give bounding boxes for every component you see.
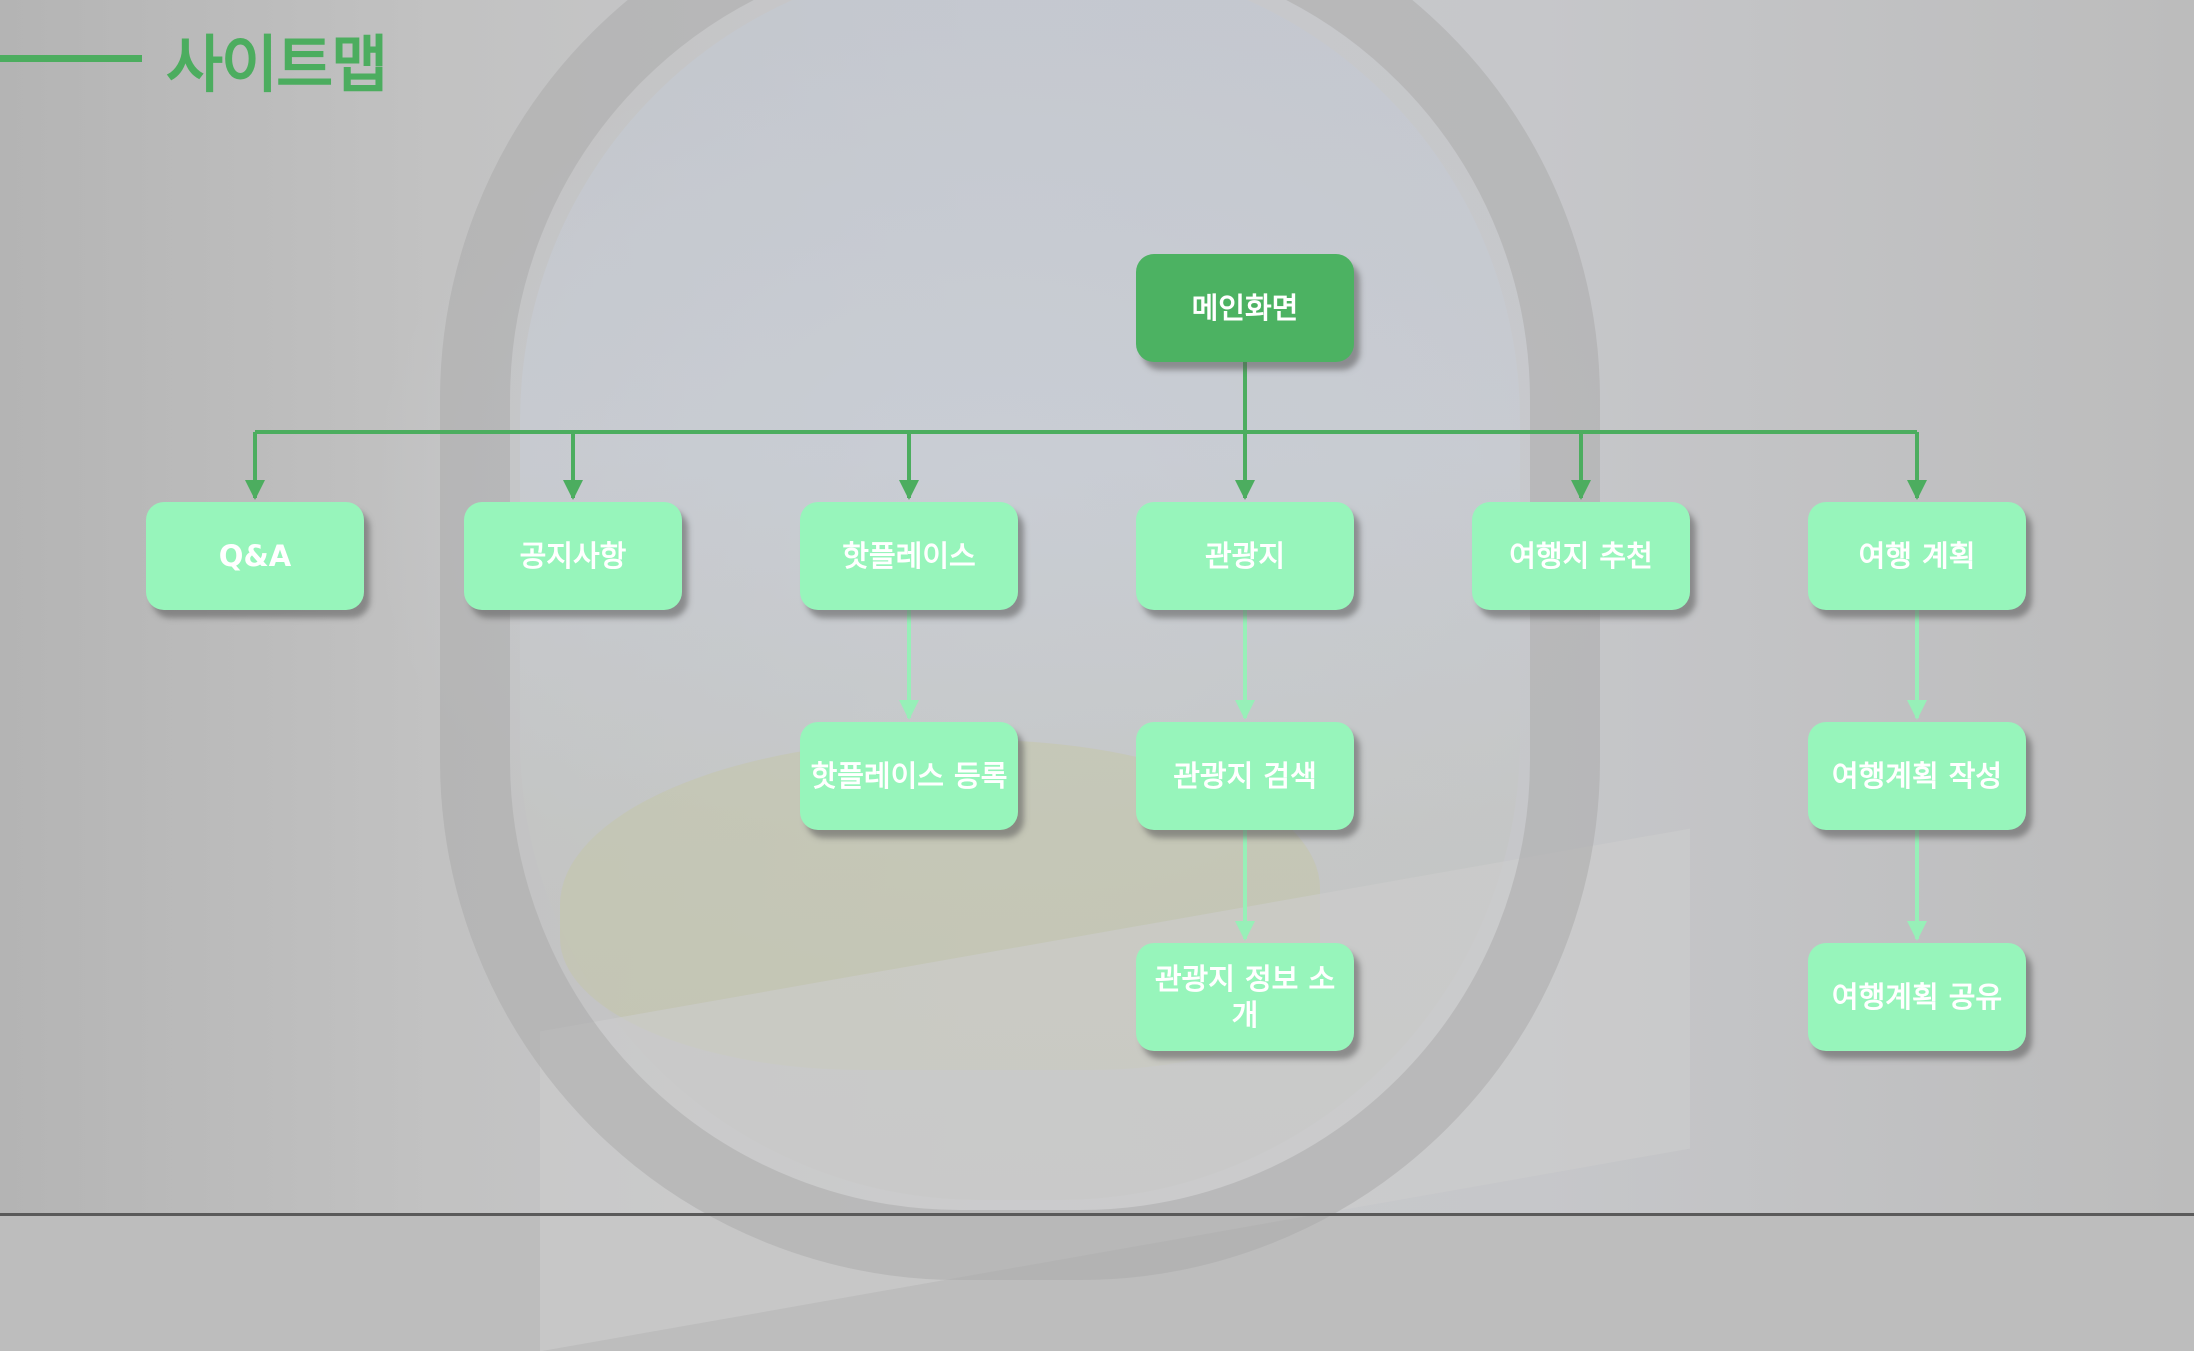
node-label: 여행 계획 [1858,539,1976,573]
sitemap-node-attraction-info: 관광지 정보 소개 [1136,943,1354,1051]
node-label: 핫플레이스 [842,539,976,573]
sitemap-node-hotplace-register: 핫플레이스 등록 [800,722,1018,830]
sitemap-node-plan-share: 여행계획 공유 [1808,943,2026,1051]
sitemap-node-root: 메인화면 [1136,254,1354,362]
page-title: 사이트맵 [166,28,388,101]
node-label: 관광지 [1204,539,1286,573]
node-label: 관광지 정보 소개 [1154,962,1336,1032]
node-label: 여행계획 작성 [1831,759,2003,793]
bottom-divider [0,1213,2194,1216]
node-label: 여행지 추천 [1509,539,1653,573]
sitemap-connectors [245,362,1927,941]
node-label: Q&A [218,539,292,573]
node-label: 공지사항 [519,539,627,573]
node-label: 핫플레이스 등록 [810,759,1008,793]
node-label: 여행계획 공유 [1831,980,2003,1014]
sitemap-node-notice: 공지사항 [464,502,682,610]
node-label: 관광지 검색 [1173,759,1317,793]
sitemap-node-qna: Q&A [146,502,364,610]
sitemap-node-hotplace: 핫플레이스 [800,502,1018,610]
sitemap-node-plan-write: 여행계획 작성 [1808,722,2026,830]
sitemap-node-attraction-search: 관광지 검색 [1136,722,1354,830]
sitemap-node-recommend: 여행지 추천 [1472,502,1690,610]
title-accent-line [0,55,142,62]
sitemap-node-attraction: 관광지 [1136,502,1354,610]
node-label: 메인화면 [1191,291,1299,325]
sitemap-node-travel-plan: 여행 계획 [1808,502,2026,610]
